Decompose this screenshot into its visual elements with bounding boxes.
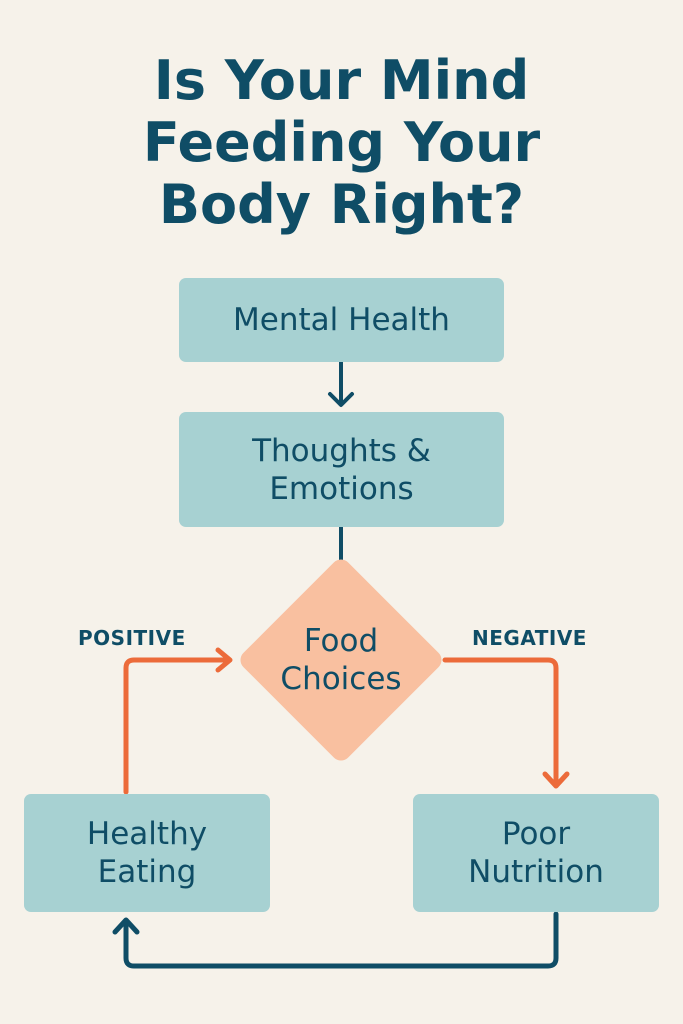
node-healthy-line-2: Eating <box>97 854 197 890</box>
label-negative: NEGATIVE <box>472 626 587 650</box>
node-poor-line-2: Nutrition <box>468 854 604 890</box>
title-line-2: Feeding Your <box>142 111 541 174</box>
title-line-3: Body Right? <box>158 173 525 236</box>
node-poor-nutrition: Poor Nutrition <box>413 794 659 912</box>
title-line-1: Is Your Mind <box>153 49 530 112</box>
node-thoughts-emotions: Thoughts & Emotions <box>179 412 504 527</box>
arrow-positive-branch <box>123 647 233 795</box>
arrow-return-loop <box>112 911 559 969</box>
node-food-line-2: Choices <box>280 661 402 697</box>
node-food-choices-label: Food Choices <box>237 556 445 764</box>
node-poor-line-1: Poor <box>501 816 571 852</box>
node-thoughts-line-2: Emotions <box>269 470 414 507</box>
node-mental-health-label: Mental Health <box>233 302 450 338</box>
node-food-choices: Food Choices <box>236 555 446 765</box>
node-mental-health: Mental Health <box>179 278 504 362</box>
node-thoughts-line-1: Thoughts & <box>252 432 431 469</box>
arrow-negative-branch <box>442 657 570 789</box>
arrow-mental-to-thoughts <box>328 360 354 407</box>
label-positive: POSITIVE <box>78 626 186 650</box>
node-food-line-1: Food <box>303 623 379 659</box>
node-healthy-line-1: Healthy <box>86 816 208 852</box>
diagram-title: Is Your Mind Feeding Your Body Right? <box>0 50 683 236</box>
node-healthy-eating: Healthy Eating <box>24 794 270 912</box>
